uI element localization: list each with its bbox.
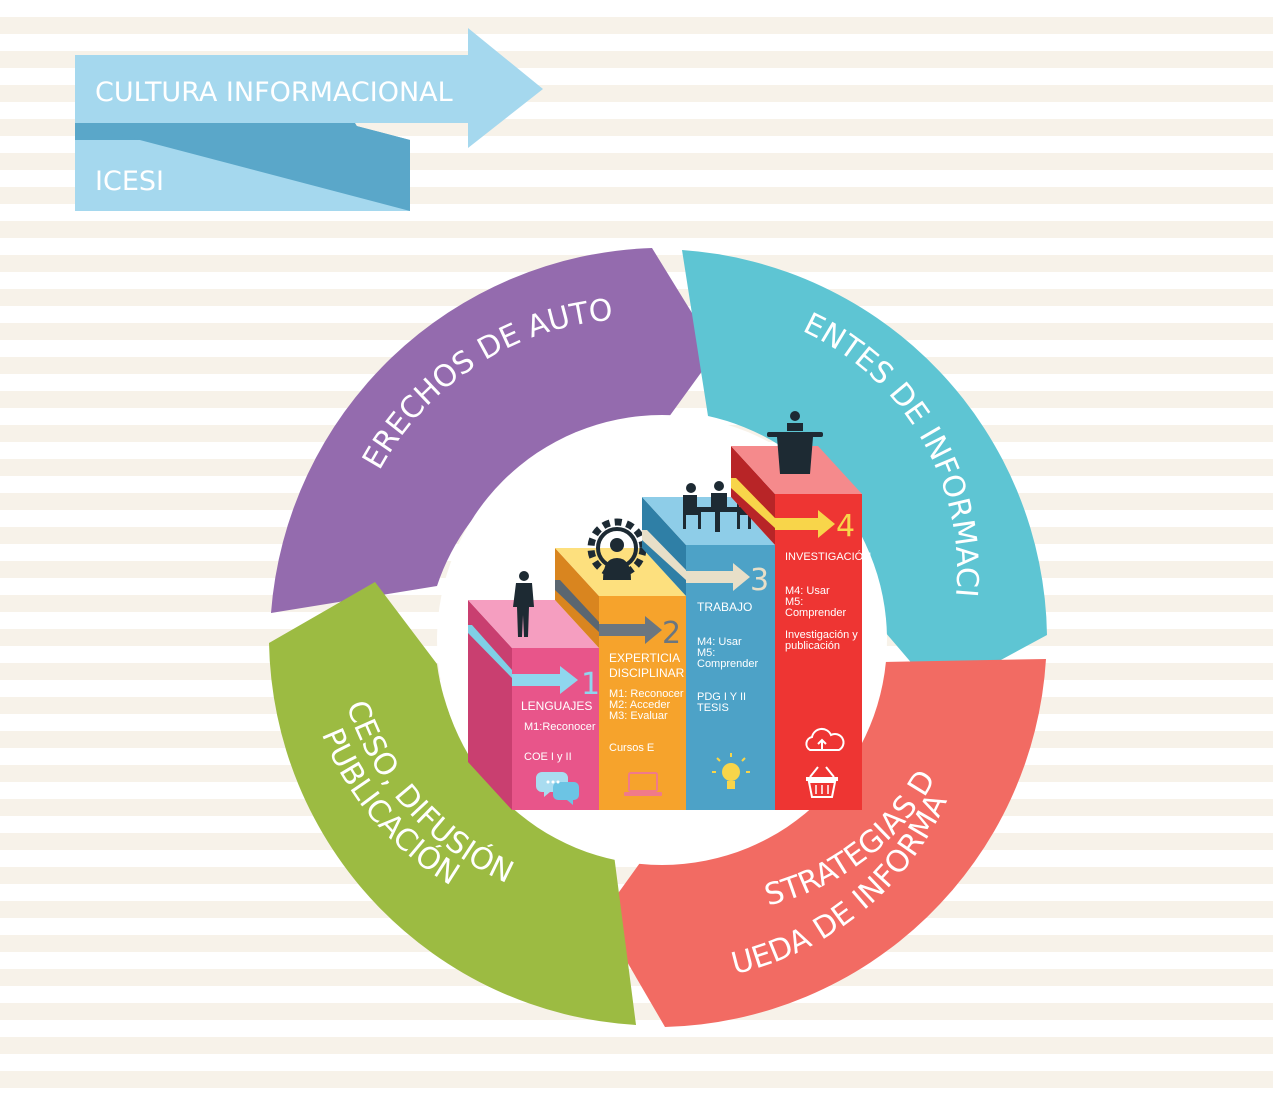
banner-arrow	[75, 28, 543, 148]
segment-fuentes-de-informacion	[682, 250, 1047, 694]
step-3-courses-line2: TESIS	[697, 702, 729, 714]
step-4-title: INVESTIGACIÓN	[785, 550, 871, 563]
step-4-front	[775, 494, 862, 810]
step-3-title: TRABAJO	[697, 600, 752, 614]
step-2-number: 2	[662, 616, 681, 651]
step-2-courses: Cursos E	[609, 742, 654, 754]
step-4-stripe	[731, 478, 775, 528]
step-2-title-line2: DISCIPLINAR	[609, 666, 685, 680]
step-4-module-2: M5:	[785, 596, 803, 608]
segment-derechos-de-autor	[271, 248, 716, 613]
businessman-icon	[513, 571, 534, 637]
step-1: 1 LENGUAJES M1:Reconocer COE I y II	[468, 571, 600, 810]
step-4-courses-line1: Investigación y	[785, 629, 858, 641]
staircase: 1 LENGUAJES M1:Reconocer COE I y II 2 EX…	[468, 411, 871, 810]
step-1-arrow	[512, 666, 578, 694]
step-1-module-1: M1:Reconocer	[524, 721, 596, 733]
step-3-number: 3	[750, 563, 769, 598]
step-2: 2 EXPERTICIA DISCIPLINAR M1: Reconocer M…	[555, 518, 686, 810]
step-1-top	[468, 600, 599, 648]
speaker-podium-icon	[767, 411, 823, 474]
step-4-courses-line2: publicación	[785, 640, 840, 652]
cloud-upload-icon	[805, 727, 845, 751]
step-3-stripe	[642, 530, 686, 580]
step-4-module-3: Comprender	[785, 607, 846, 619]
banner-ribbon-diagonal	[75, 123, 410, 211]
step-3-module-3: Comprender	[697, 658, 758, 670]
banner-title: CULTURA INFORMACIONAL	[95, 77, 453, 108]
step-2-title-line1: EXPERTICIA	[609, 651, 680, 665]
step-2-module-3: M3: Evaluar	[609, 710, 668, 722]
step-3-courses-line1: PDG I Y II	[697, 691, 746, 703]
basket-icon	[806, 766, 838, 798]
step-4: 4 INVESTIGACIÓN M4: Usar M5: Comprender …	[731, 411, 871, 810]
light-bulb-icon	[712, 753, 750, 789]
step-2-side	[555, 548, 599, 648]
banner-subtitle: ICESI	[95, 166, 164, 197]
step-3-module-1: M4: Usar	[697, 636, 742, 648]
chat-bubbles-icon	[536, 772, 579, 805]
banner: CULTURA INFORMACIONAL ICESI	[75, 28, 543, 211]
step-3-arrow	[686, 563, 750, 591]
step-2-module-2: M2: Acceder	[609, 699, 670, 711]
segment-acceso-difusion	[269, 582, 636, 1025]
step-4-module-1: M4: Usar	[785, 585, 830, 597]
laptop-icon	[624, 772, 662, 796]
step-2-stripe	[555, 580, 599, 632]
step-3-module-2: M5:	[697, 647, 715, 659]
step-1-title: LENGUAJES	[521, 699, 592, 713]
step-4-number: 4	[836, 509, 855, 544]
step-1-stripe	[468, 625, 512, 678]
step-2-arrow	[599, 616, 662, 644]
step-1-number: 1	[581, 667, 600, 702]
segment-estrategias-de-busqueda	[601, 659, 1046, 1027]
step-3-side	[642, 497, 686, 596]
step-2-module-1: M1: Reconocer	[609, 688, 684, 700]
step-1-side	[468, 600, 512, 810]
step-4-arrow	[775, 510, 835, 538]
step-1-courses: COE I y II	[524, 751, 572, 763]
